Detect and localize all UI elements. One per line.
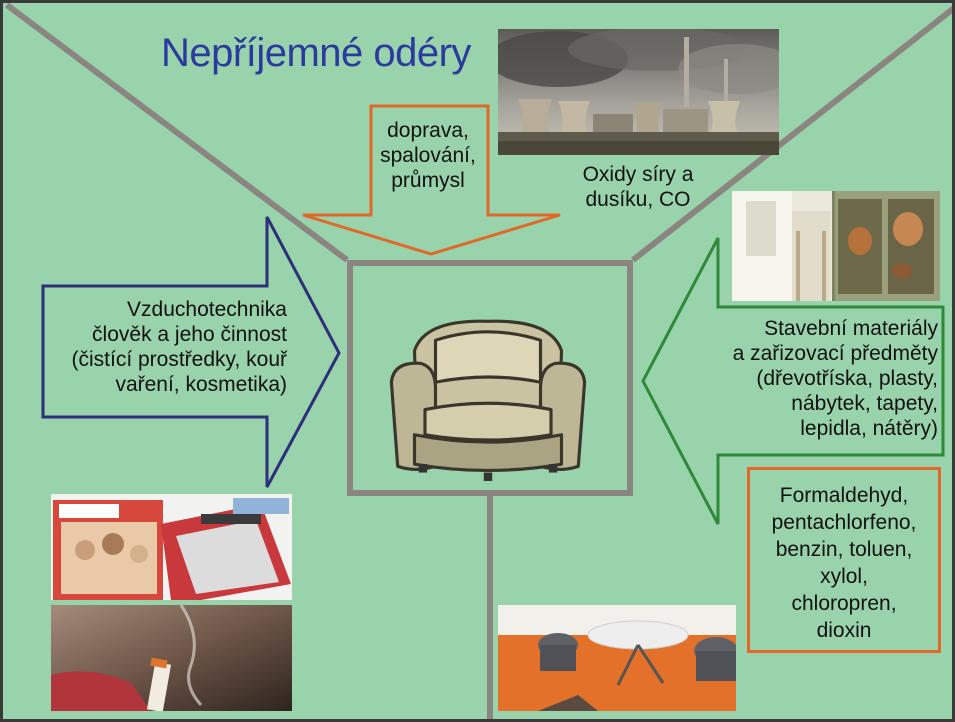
right-arrow (641, 237, 945, 525)
top-arrow-text: doprava, spalování, průmysl (380, 119, 476, 192)
power-plant-photo (498, 29, 779, 155)
right-arrow-text: Stavební materiály a zařizovací předměty… (732, 317, 938, 440)
chemicals-box: Formaldehyd, pentachlorfeno, benzin, tol… (747, 467, 941, 653)
frame-lines (5, 3, 952, 719)
cafe-chairs-photo (498, 605, 736, 711)
smokestack-caption: Oxidy síry a dusíku, CO (582, 163, 694, 211)
top-arrow (302, 104, 561, 256)
chemicals-list: Formaldehyd, pentachlorfeno, benzin, tol… (771, 484, 917, 642)
left-arrow-text: Vzduchotechnika člověk a jeho činnost (č… (71, 298, 288, 396)
cabinet-photo (732, 191, 940, 301)
magazines-photo (51, 494, 292, 600)
center-room-box (347, 260, 633, 496)
left-arrow (41, 216, 341, 488)
cigarette-photo (51, 605, 292, 711)
armchair-icon (389, 319, 587, 481)
page-title: Nepříjemné odéry (161, 31, 471, 75)
